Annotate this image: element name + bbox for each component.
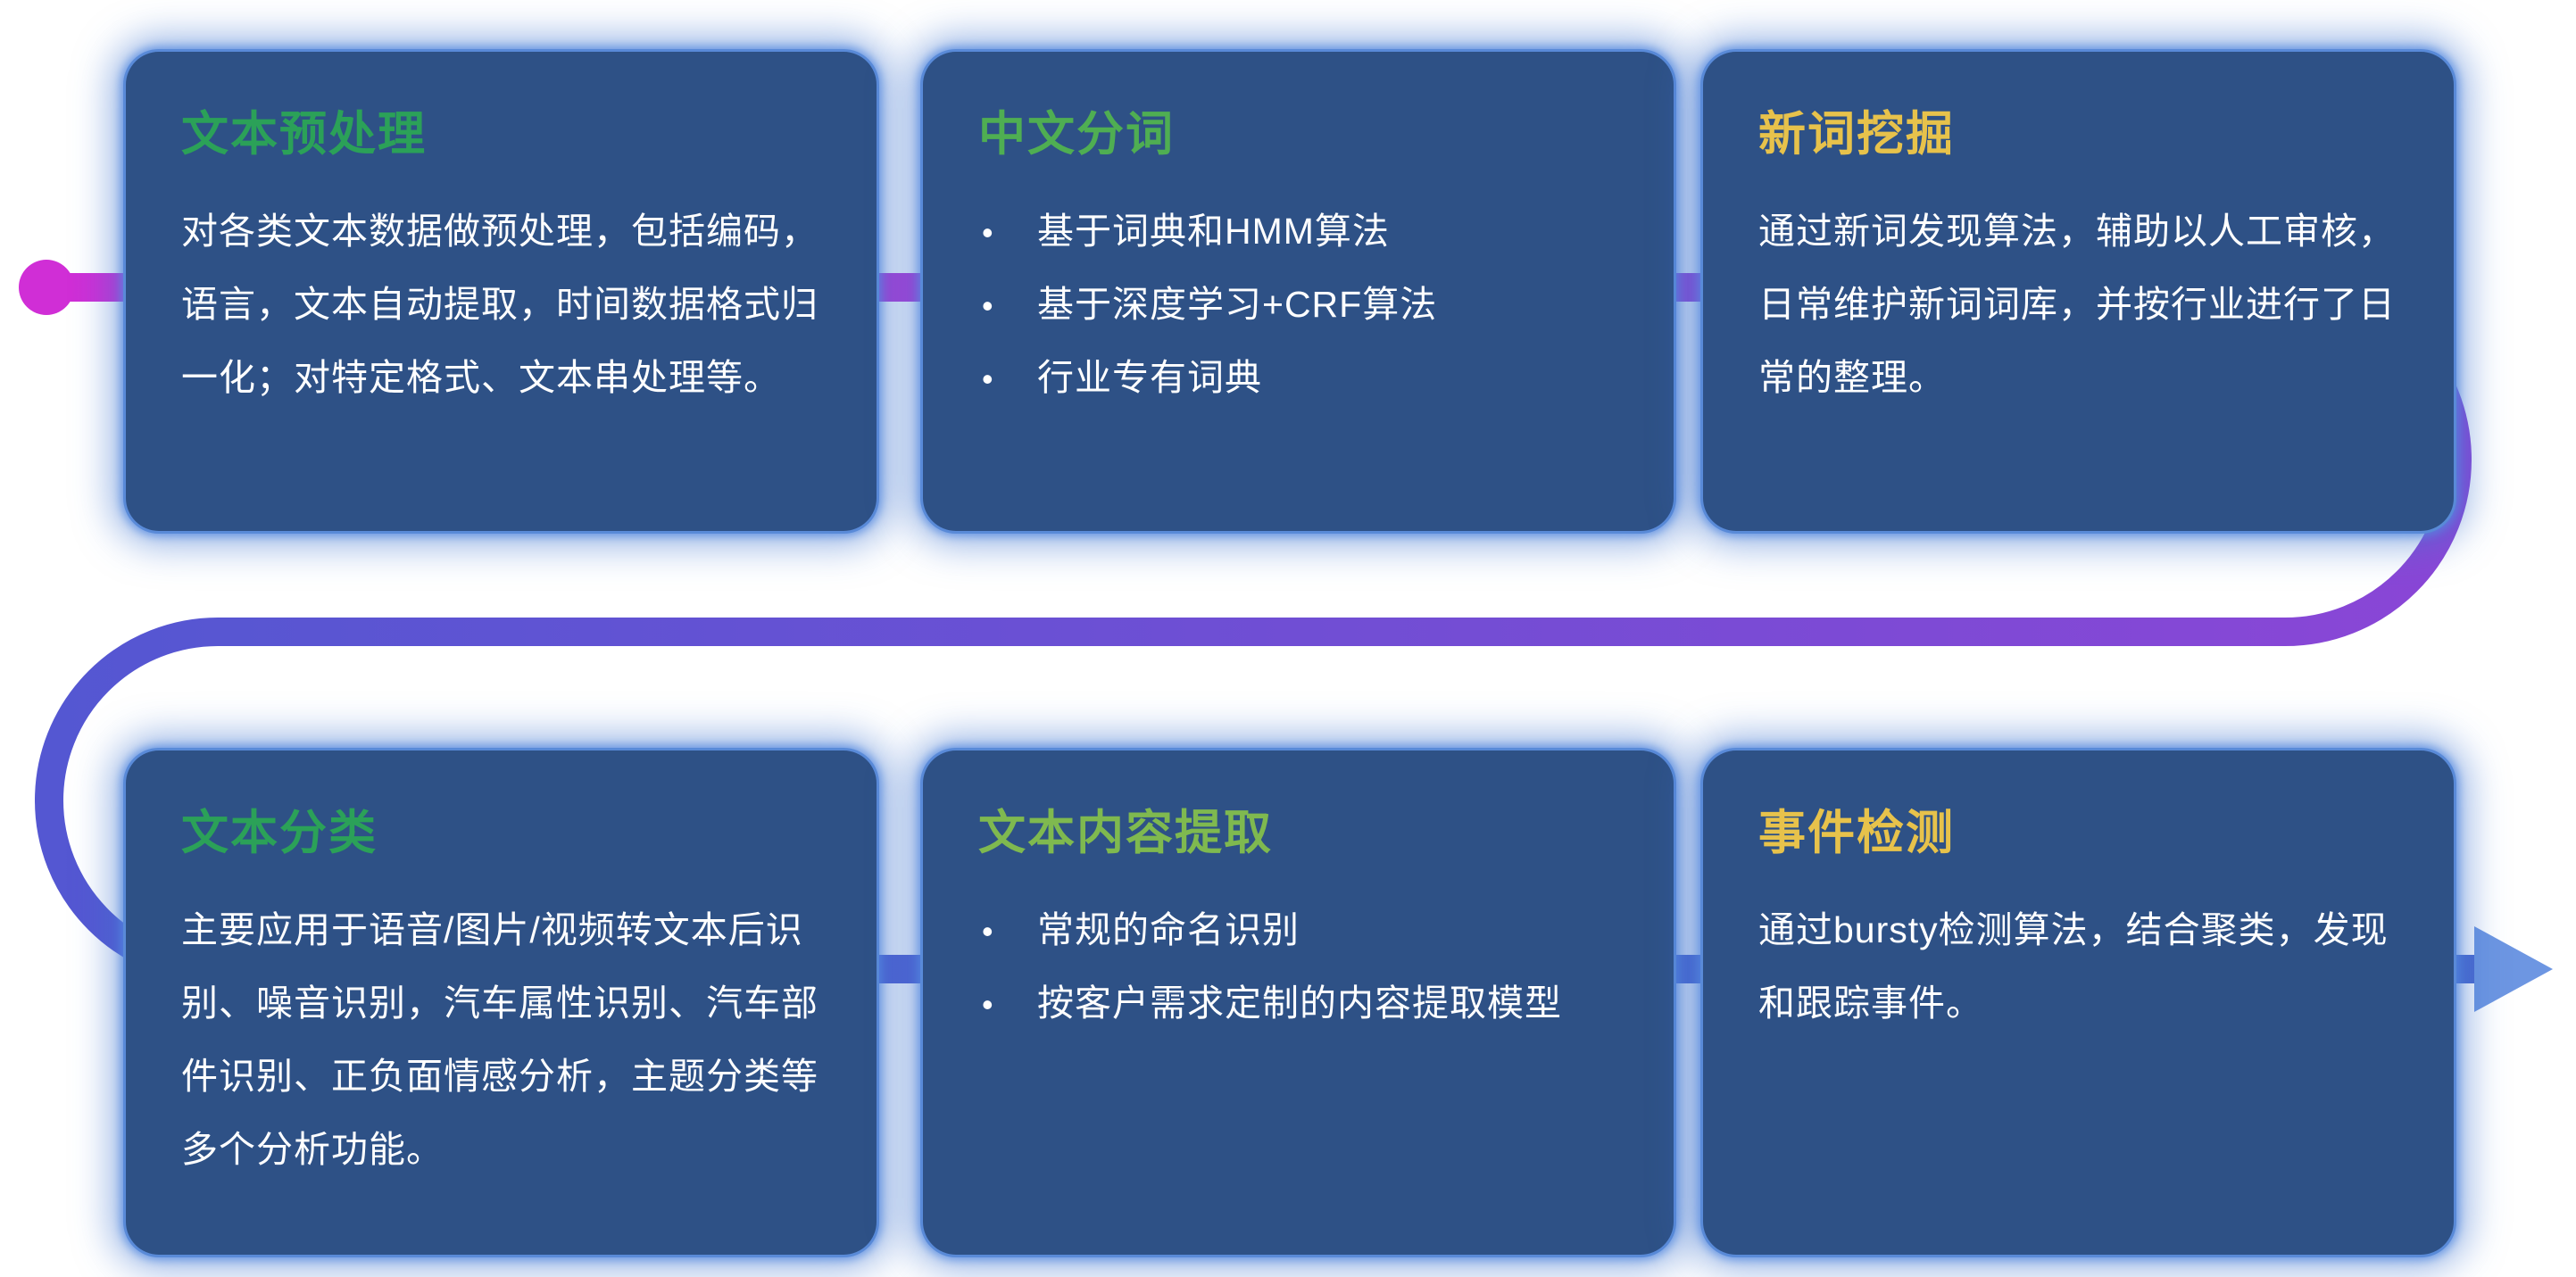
card-body: 通过新词发现算法，辅助以人工审核，日常维护新词词库，并按行业进行了日常的整理。 [1758,211,2396,398]
card-body: 通过bursty检测算法，结合聚类，发现和跟踪事件。 [1758,909,2389,1024]
bullet-dot-icon: • [982,287,994,324]
bullet-text: 按客户需求定制的内容提取模型 [1037,983,1562,1024]
bullet-text: 常规的命名识别 [1037,909,1300,950]
card-text-classification: 文本分类 主要应用于语音/图片/视频转文本后识别、噪音识别，汽车属性识别、汽车部… [123,748,879,1257]
flow-segment-middle [35,445,2472,815]
bullet-text: 基于词典和HMM算法 [1037,211,1390,252]
card-title: 新词挖掘 [1758,108,1955,161]
bullet-dot-icon: • [982,913,994,949]
card-bullet-item: • 基于词典和HMM算法 [978,195,1618,268]
card-bullet-list: • 基于词典和HMM算法 • 基于深度学习+CRF算法 • 行业专有词典 [978,195,1618,414]
bullet-text: 基于深度学习+CRF算法 [1037,284,1438,325]
card-bullet-list: • 常规的命名识别 • 按客户需求定制的内容提取模型 [978,893,1618,1040]
card-body: 对各类文本数据做预处理，包括编码，语言，文本自动提取，时间数据格式归一化；对特定… [181,211,819,398]
bullet-text: 行业专有词典 [1037,357,1262,398]
card-event-detection: 事件检测 通过bursty检测算法，结合聚类，发现和跟踪事件。 [1700,748,2456,1257]
card-bullet-item: • 基于深度学习+CRF算法 [978,268,1618,341]
card-body: 主要应用于语音/图片/视频转文本后识别、噪音识别，汽车属性识别、汽车部件识别、正… [181,909,819,1170]
card-title: 文本预处理 [181,108,427,161]
flow-end-arrow-icon [2474,926,2553,1012]
bullet-dot-icon: • [982,361,994,397]
bullet-dot-icon: • [982,214,994,251]
card-bullet-item: • 行业专有词典 [978,341,1618,414]
card-title: 文本分类 [181,807,378,859]
card-title: 事件检测 [1758,807,1955,859]
card-title: 文本内容提取 [978,807,1273,859]
card-chinese-word-segmentation: 中文分词 • 基于词典和HMM算法 • 基于深度学习+CRF算法 • 行业专有词典 [920,49,1676,534]
bullet-dot-icon: • [982,986,994,1023]
card-new-word-mining: 新词挖掘 通过新词发现算法，辅助以人工审核，日常维护新词词库，并按行业进行了日常… [1700,49,2456,534]
card-text-preprocessing: 文本预处理 对各类文本数据做预处理，包括编码，语言，文本自动提取，时间数据格式归… [123,49,879,534]
card-text-content-extraction: 文本内容提取 • 常规的命名识别 • 按客户需求定制的内容提取模型 [920,748,1676,1257]
card-bullet-item: • 常规的命名识别 [978,893,1618,966]
card-bullet-item: • 按客户需求定制的内容提取模型 [978,966,1618,1040]
card-title: 中文分词 [978,108,1175,161]
flow-start-dot-icon [19,260,74,315]
